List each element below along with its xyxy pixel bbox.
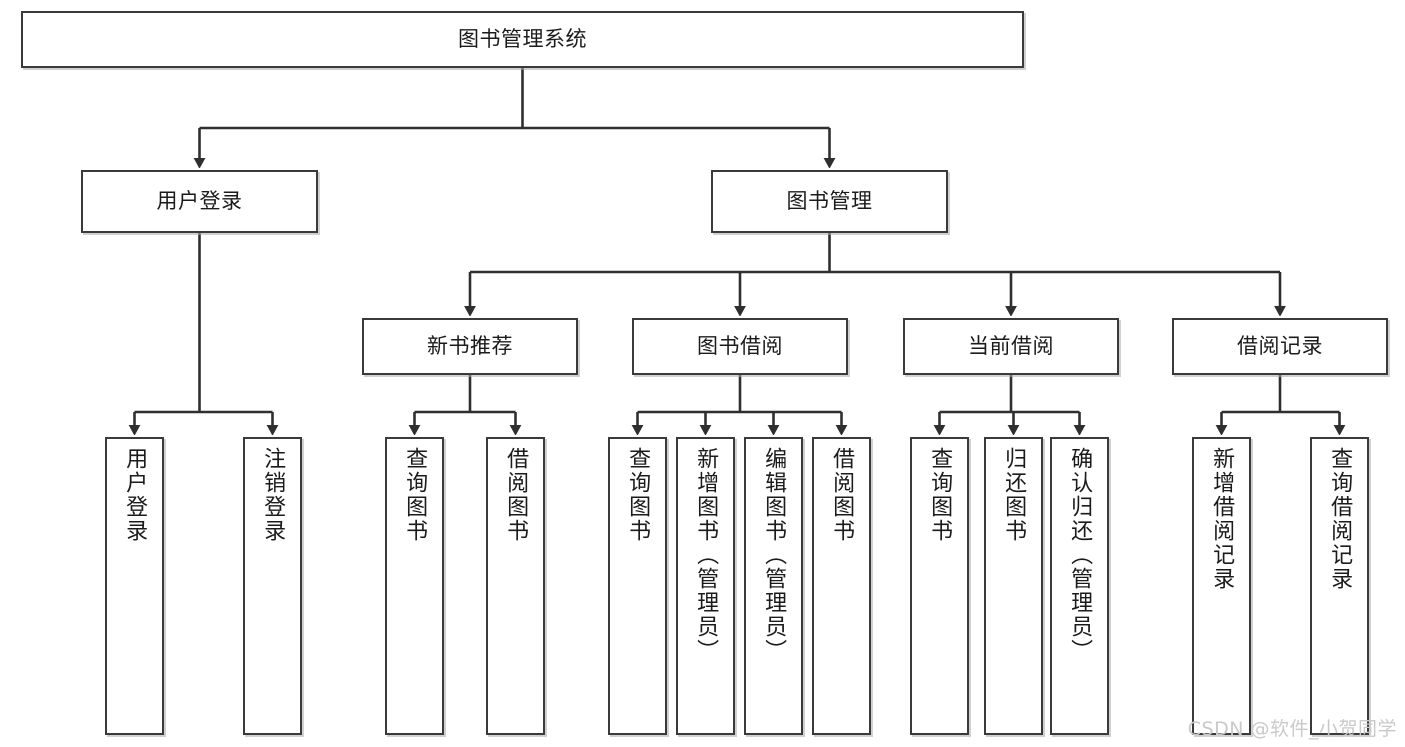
node-new-book-recommend[interactable]: 新书推荐: [362, 318, 578, 375]
node-label: 借阅图书: [829, 447, 855, 543]
node-user-login[interactable]: 用户登录: [81, 170, 318, 233]
node-label: 查询借阅记录: [1327, 447, 1353, 591]
node-label: 用户登录: [122, 447, 148, 543]
leaf-confirm-return-admin[interactable]: 确认归还（管理员）: [1050, 437, 1109, 735]
node-label: 归还图书: [1001, 447, 1027, 543]
node-label: 借阅记录: [1237, 334, 1323, 359]
node-label: 图书管理系统: [458, 27, 587, 52]
leaf-add-book-admin[interactable]: 新增图书（管理员）: [676, 437, 735, 735]
leaf-query-book-current[interactable]: 查询图书: [910, 437, 969, 735]
watermark: CSDN @软件_小贺同学: [1187, 718, 1397, 740]
node-label: 新增借阅记录: [1209, 447, 1235, 591]
node-label: 确认归还（管理员）: [1067, 447, 1093, 663]
node-label: 查询图书: [625, 447, 651, 543]
node-borrow-record[interactable]: 借阅记录: [1172, 318, 1388, 375]
node-root[interactable]: 图书管理系统: [21, 11, 1024, 68]
node-label: 当前借阅: [968, 334, 1054, 359]
node-current-borrow[interactable]: 当前借阅: [903, 318, 1119, 375]
leaf-edit-book-admin[interactable]: 编辑图书（管理员）: [744, 437, 803, 735]
leaf-add-borrow-record[interactable]: 新增借阅记录: [1192, 437, 1251, 735]
leaf-query-borrow-record[interactable]: 查询借阅记录: [1310, 437, 1369, 735]
node-label: 新书推荐: [427, 334, 513, 359]
node-label: 查询图书: [927, 447, 953, 543]
node-label: 查询图书: [402, 447, 428, 543]
leaf-logout[interactable]: 注销登录: [243, 437, 302, 735]
leaf-borrow-book-recommend[interactable]: 借阅图书: [486, 437, 545, 735]
node-book-borrow[interactable]: 图书借阅: [632, 318, 848, 375]
node-label: 图书管理: [786, 189, 873, 214]
node-label: 注销登录: [260, 447, 286, 543]
leaf-query-book-borrow[interactable]: 查询图书: [608, 437, 667, 735]
leaf-borrow-book[interactable]: 借阅图书: [812, 437, 871, 735]
node-label: 新增图书（管理员）: [693, 447, 719, 663]
node-label: 图书借阅: [697, 334, 783, 359]
node-book-management[interactable]: 图书管理: [711, 170, 948, 233]
leaf-return-book[interactable]: 归还图书: [984, 437, 1043, 735]
node-label: 编辑图书（管理员）: [761, 447, 787, 663]
leaf-user-login[interactable]: 用户登录: [105, 437, 164, 735]
leaf-query-book-recommend[interactable]: 查询图书: [385, 437, 444, 735]
node-label: 借阅图书: [503, 447, 529, 543]
node-label: 用户登录: [156, 189, 243, 214]
